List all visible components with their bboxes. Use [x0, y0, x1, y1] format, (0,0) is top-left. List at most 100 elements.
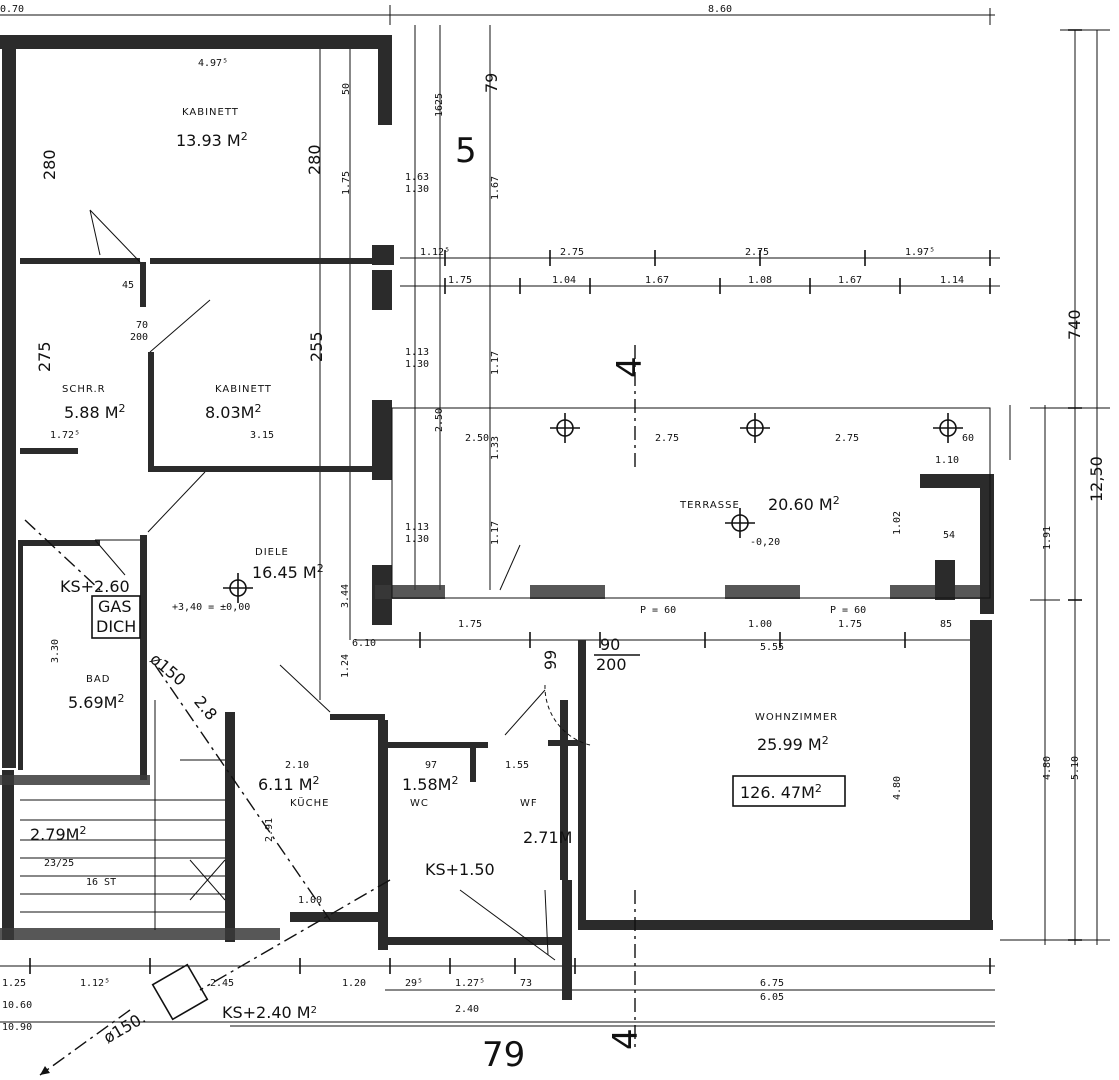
svg-text:P = 60: P = 60 — [830, 605, 866, 616]
svg-text:1.97⁵: 1.97⁵ — [905, 247, 935, 258]
svg-text:0.70: 0.70 — [0, 4, 24, 15]
svg-text:6.75: 6.75 — [760, 978, 784, 989]
svg-text:2.50: 2.50 — [434, 408, 445, 432]
svg-text:200: 200 — [130, 332, 148, 343]
door-swings — [89, 209, 591, 961]
dimension-labels: 0.70 8.60 4.97⁵ 1625 280 280 275 255 50 … — [0, 4, 1106, 1033]
svg-text:1.75: 1.75 — [838, 619, 862, 630]
pipe-150-top: ø150 — [146, 649, 189, 689]
svg-text:1.25: 1.25 — [2, 978, 26, 989]
svg-text:1.72⁵: 1.72⁵ — [50, 430, 80, 441]
svg-text:3.15: 3.15 — [250, 430, 274, 441]
svg-text:2.10: 2.10 — [285, 760, 309, 771]
room-area-wohnzimmer: 25.99 M2 — [757, 734, 829, 754]
svg-text:1.12⁵: 1.12⁵ — [80, 978, 110, 989]
svg-text:1.27⁵: 1.27⁵ — [455, 978, 485, 989]
total-area: 126. 47M2 — [740, 782, 822, 802]
svg-text:6.10: 6.10 — [352, 638, 376, 649]
gas-label: GAS — [98, 597, 132, 616]
svg-text:1.30: 1.30 — [405, 184, 429, 195]
marker-79: 79 — [482, 1035, 525, 1075]
svg-text:1.14: 1.14 — [940, 275, 964, 286]
room-area-kueche: 6.11 M2 — [258, 774, 320, 794]
room-name-schrankraum: SCHR.R — [62, 384, 106, 395]
marker-79-top: 79 — [482, 73, 501, 93]
svg-text:2.75: 2.75 — [655, 433, 679, 444]
svg-text:1.67: 1.67 — [838, 275, 862, 286]
svg-text:1.63: 1.63 — [405, 172, 429, 183]
room-name-bad: BAD — [86, 674, 110, 685]
svg-text:90: 90 — [600, 635, 620, 654]
svg-text:2.75: 2.75 — [835, 433, 859, 444]
svg-text:1.04: 1.04 — [552, 275, 576, 286]
svg-text:1.13: 1.13 — [405, 347, 429, 358]
svg-text:85: 85 — [940, 619, 952, 630]
svg-text:200: 200 — [596, 655, 627, 674]
svg-text:1.67: 1.67 — [490, 176, 501, 200]
svg-text:1.00: 1.00 — [298, 895, 322, 906]
svg-text:1625: 1625 — [434, 93, 445, 117]
room-area-stair: 2.79M2 — [30, 824, 86, 844]
room-name-kabinett-2: KABINETT — [215, 384, 272, 395]
svg-text:12,50: 12,50 — [1087, 456, 1106, 502]
room-name-wf: WF — [520, 798, 538, 809]
svg-text:1.00: 1.00 — [748, 619, 772, 630]
svg-text:255: 255 — [307, 331, 326, 362]
total-area-box — [732, 775, 846, 807]
pipe-28: 2.8 — [190, 692, 221, 724]
svg-text:P = 60: P = 60 — [640, 605, 676, 616]
ks-260-label: KS+2.60 — [60, 577, 130, 596]
svg-text:54: 54 — [943, 530, 955, 541]
svg-text:740: 740 — [1065, 309, 1084, 340]
svg-text:1.75: 1.75 — [458, 619, 482, 630]
svg-text:2.45: 2.45 — [210, 978, 234, 989]
svg-text:29⁵: 29⁵ — [405, 978, 423, 989]
svg-text:2.50: 2.50 — [465, 433, 489, 444]
svg-text:3.30: 3.30 — [50, 639, 61, 663]
svg-text:70: 70 — [136, 320, 148, 331]
room-area-schrankraum: 5.88 M2 — [64, 402, 126, 422]
room-area-kabinett-2: 8.03M2 — [205, 402, 261, 422]
svg-text:280: 280 — [305, 144, 324, 175]
room-area-wc: 1.58M2 — [402, 774, 458, 794]
svg-text:50: 50 — [341, 83, 352, 95]
room-area-terrasse: 20.60 M2 — [768, 494, 840, 514]
svg-text:99: 99 — [541, 650, 560, 670]
svg-text:1.33: 1.33 — [490, 436, 501, 460]
ks-240-label: KS+2.40 M2 — [222, 1003, 317, 1022]
terrace-posts — [223, 413, 963, 603]
svg-text:1.75: 1.75 — [448, 275, 472, 286]
svg-text:97: 97 — [425, 760, 437, 771]
marker-5: 5 — [455, 131, 477, 171]
svg-text:6.05: 6.05 — [760, 992, 784, 1003]
walls — [0, 35, 994, 1000]
svg-text:1.30: 1.30 — [405, 534, 429, 545]
room-name-kabinett-1: KABINETT — [182, 107, 239, 118]
svg-text:2.75: 2.75 — [560, 247, 584, 258]
svg-text:1.10: 1.10 — [935, 455, 959, 466]
flow-arrow-icon — [40, 1066, 50, 1075]
svg-text:1.91: 1.91 — [1042, 526, 1053, 550]
svg-text:1.55: 1.55 — [505, 760, 529, 771]
svg-text:5.55: 5.55 — [760, 642, 784, 653]
svg-text:1.67: 1.67 — [645, 275, 669, 286]
svg-text:8.60: 8.60 — [708, 4, 732, 15]
room-area-diele: 16.45 M2 — [252, 562, 324, 582]
room-name-terrasse: TERRASSE — [679, 500, 740, 511]
dimension-lines — [0, 5, 1110, 1027]
room-name-wc: WC — [410, 798, 429, 809]
svg-text:5.10: 5.10 — [1070, 756, 1081, 780]
svg-text:73: 73 — [520, 978, 532, 989]
stair-treads — [20, 700, 226, 930]
svg-text:10.90: 10.90 — [2, 1022, 32, 1033]
svg-text:45: 45 — [122, 280, 134, 291]
room-area-kabinett-1: 13.93 M2 — [176, 130, 248, 150]
ks-150-label: KS+1.50 — [425, 860, 495, 879]
svg-text:4.80: 4.80 — [892, 776, 903, 800]
marker-4-top: 4 — [610, 356, 650, 378]
svg-text:16 ST: 16 ST — [86, 877, 116, 888]
level-diele: +3,40 = ±0,00 — [172, 602, 250, 613]
svg-text:2.91: 2.91 — [264, 818, 275, 842]
room-area-wf: 2.71M — [523, 828, 572, 847]
